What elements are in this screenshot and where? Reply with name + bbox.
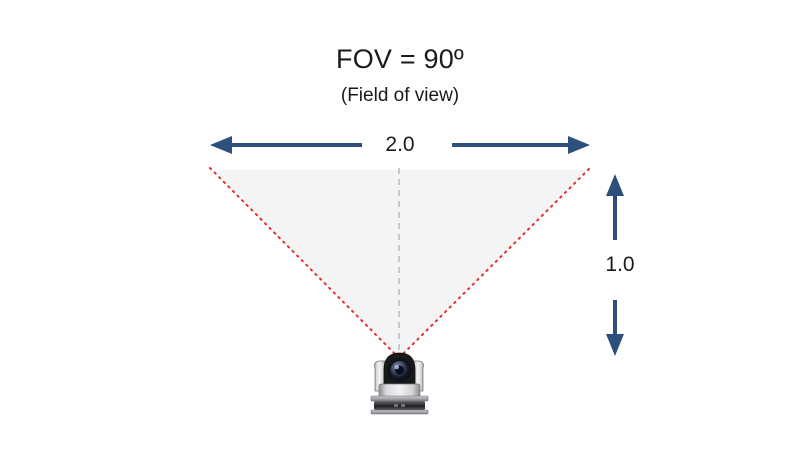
page-title: FOV = 90º (336, 44, 464, 74)
ptz-camera-icon (370, 352, 429, 415)
height-arrow-down-icon (606, 300, 624, 356)
height-dimension-label: 1.0 (605, 253, 635, 276)
fov-ray-right-icon (398, 167, 591, 359)
width-dimension-label: 2.0 (385, 133, 415, 156)
width-arrow-left-icon (210, 136, 362, 154)
width-arrow-right-icon (452, 136, 590, 154)
fov-cone-fill (212, 170, 588, 358)
fov-ray-left-icon (209, 167, 400, 359)
height-arrow-up-icon (606, 174, 624, 240)
page-subtitle: (Field of view) (340, 85, 460, 106)
